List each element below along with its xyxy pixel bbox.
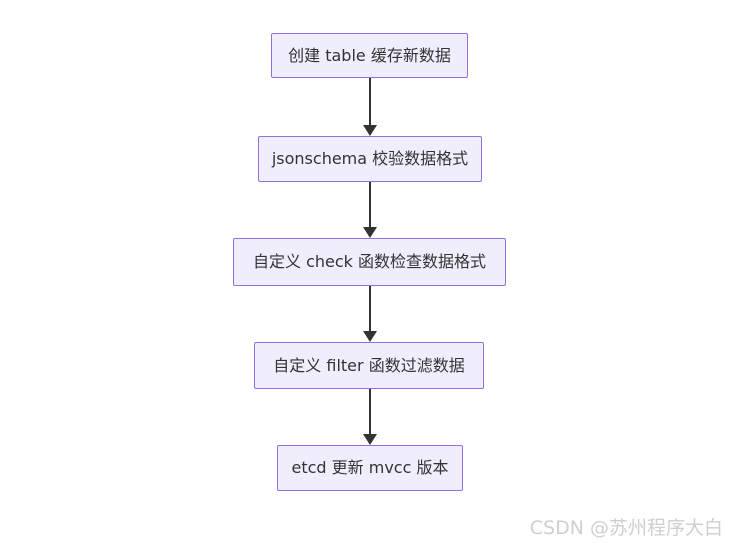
flow-node-filter-function: 自定义 filter 函数过滤数据 (254, 342, 484, 389)
arrow-down-icon (362, 286, 377, 342)
arrow-line (368, 78, 371, 125)
arrow-head (362, 434, 377, 445)
flow-node-label: jsonschema 校验数据格式 (271, 149, 469, 168)
arrow-down-icon (362, 78, 377, 136)
arrow-head (362, 331, 377, 342)
arrow-down-icon (362, 182, 377, 238)
arrow-down-icon (362, 389, 377, 445)
flow-node-create-table: 创建 table 缓存新数据 (271, 33, 468, 78)
flow-node-check-function: 自定义 check 函数检查数据格式 (233, 238, 506, 286)
flow-node-etcd-mvcc: etcd 更新 mvcc 版本 (277, 445, 463, 491)
flow-node-label: 自定义 check 函数检查数据格式 (252, 252, 487, 271)
flow-node-label: etcd 更新 mvcc 版本 (291, 458, 449, 477)
arrow-line (368, 389, 371, 434)
arrow-head (362, 125, 377, 136)
arrow-line (368, 286, 371, 331)
flow-node-label: 自定义 filter 函数过滤数据 (273, 355, 465, 375)
flow-node-label: 创建 table 缓存新数据 (288, 45, 451, 65)
csdn-watermark: CSDN @苏州程序大白 (529, 517, 723, 539)
arrow-head (362, 227, 377, 238)
flow-node-jsonschema: jsonschema 校验数据格式 (258, 136, 482, 182)
arrow-line (368, 182, 371, 227)
